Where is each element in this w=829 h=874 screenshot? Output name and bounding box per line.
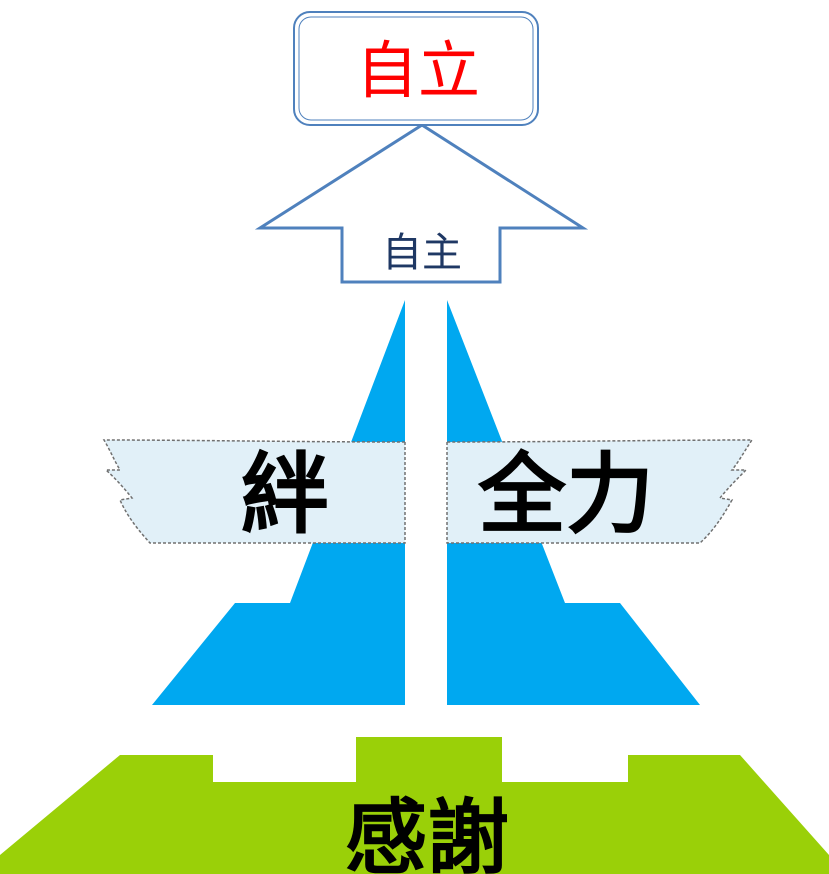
right-wing <box>446 439 754 544</box>
base-label: 感謝 <box>345 790 509 874</box>
top-box-label: 自立 <box>356 34 480 107</box>
pyramid-left <box>152 300 405 705</box>
left-wing-label: 絆 <box>241 442 329 546</box>
base-shape <box>0 737 829 874</box>
up-arrow <box>254 123 589 284</box>
left-wing <box>102 439 406 544</box>
top-box-inner <box>298 16 534 121</box>
arrow-label: 自主 <box>382 230 462 276</box>
top-box <box>293 11 539 126</box>
right-wing-label: 全力 <box>477 442 654 546</box>
pyramid-right <box>447 300 700 705</box>
